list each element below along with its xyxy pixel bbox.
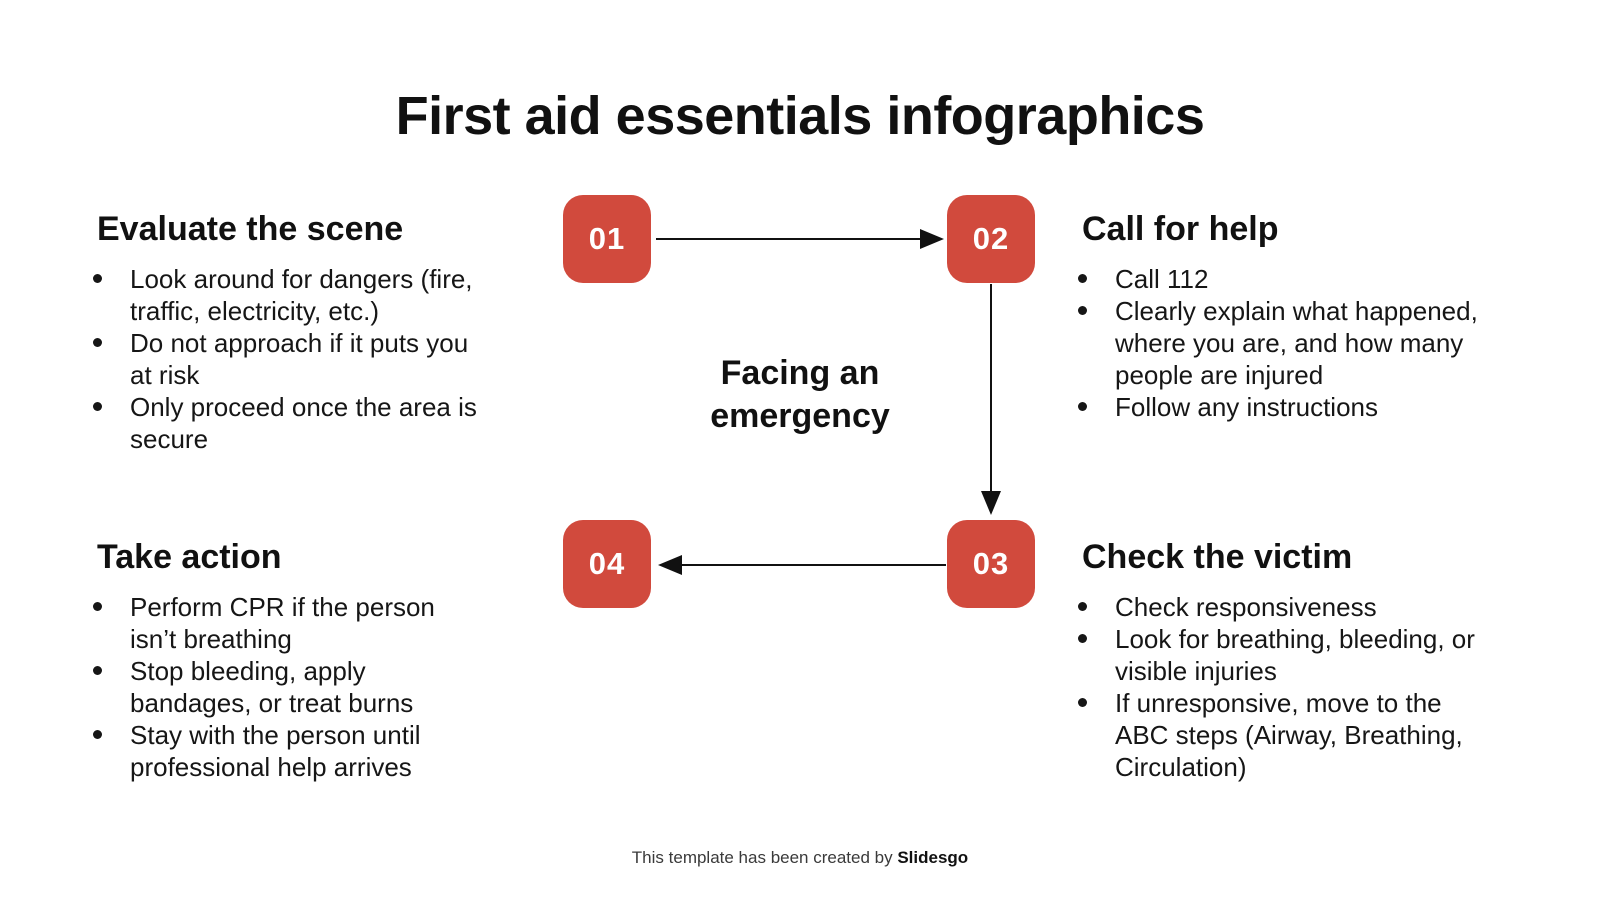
bullet-list: Perform CPR if the person isn’t breathin…	[92, 591, 477, 783]
section-heading: Evaluate the scene	[97, 210, 404, 248]
slide-title: First aid essentials infographics	[395, 86, 1205, 146]
bullet-item: Stop bleeding, apply bandages, or treat …	[92, 655, 477, 719]
bullet-item: Check responsiveness	[1077, 591, 1482, 623]
bullet-item: If unresponsive, move to the ABC steps (…	[1077, 687, 1482, 783]
bullet-item: Clearly explain what happened, where you…	[1077, 295, 1482, 391]
step-number: 03	[972, 546, 1010, 581]
section-heading: Take action	[97, 538, 282, 576]
center-label: Facing an emergency	[710, 354, 890, 435]
bullet-list: Check responsiveness Look for breathing,…	[1077, 591, 1482, 783]
bullet-item: Look around for dangers (fire, traffic, …	[92, 263, 477, 327]
credit-footer: This template has been created by Slides…	[0, 848, 1600, 868]
bullet-list: Call 112 Clearly explain what happened, …	[1077, 263, 1482, 423]
step-number: 01	[588, 221, 626, 256]
step-number: 04	[588, 546, 626, 581]
bullet-item: Perform CPR if the person isn’t breathin…	[92, 591, 477, 655]
bullet-item: Only proceed once the area is secure	[92, 391, 477, 455]
section-check-the-victim: Check the victim Check responsiveness Lo…	[1077, 535, 1482, 783]
step-badge-01: 01	[563, 195, 651, 283]
section-evaluate-the-scene: Evaluate the scene Look around for dange…	[92, 207, 477, 455]
bullet-item: Stay with the person until professional …	[92, 719, 477, 783]
bullet-item: Follow any instructions	[1077, 391, 1482, 423]
bullet-list: Look around for dangers (fire, traffic, …	[92, 263, 477, 455]
bullet-item: Do not approach if it puts you at risk	[92, 327, 477, 391]
bullet-item: Look for breathing, bleeding, or visible…	[1077, 623, 1482, 687]
credit-brand: Slidesgo	[897, 848, 969, 867]
step-badge-04: 04	[563, 520, 651, 608]
step-number: 02	[972, 221, 1010, 256]
step-badge-02: 02	[947, 195, 1035, 283]
bullet-item: Call 112	[1077, 263, 1482, 295]
section-call-for-help: Call for help Call 112 Clearly explain w…	[1077, 207, 1482, 423]
section-heading: Call for help	[1082, 210, 1279, 248]
step-badge-03: 03	[947, 520, 1035, 608]
section-heading: Check the victim	[1082, 538, 1353, 576]
credit-text: This template has been created by	[631, 848, 898, 867]
section-take-action: Take action Perform CPR if the person is…	[92, 535, 477, 783]
